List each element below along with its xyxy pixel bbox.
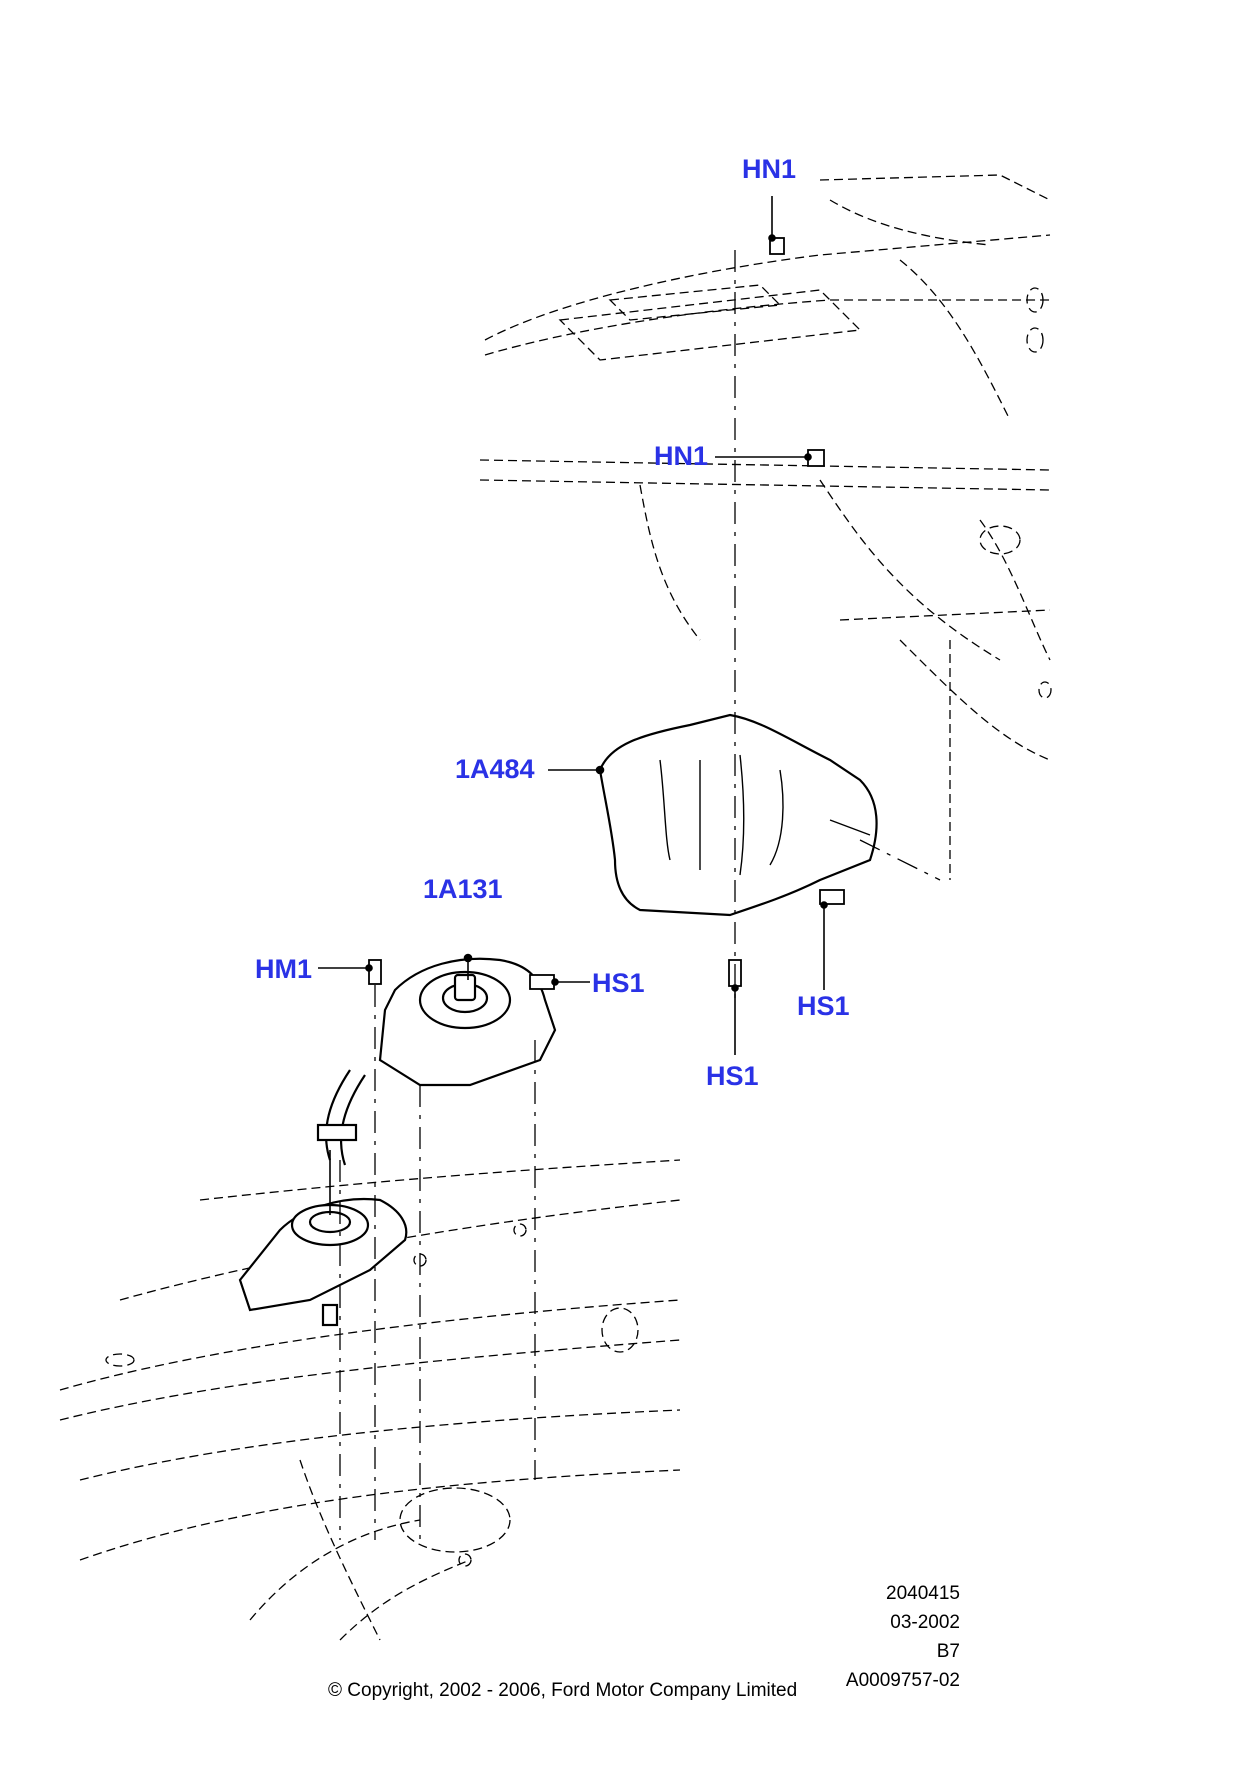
nut-hn1-top <box>769 237 785 255</box>
drawing-ref: A0009757-02 <box>845 1670 960 1691</box>
bolt-hs1-left <box>529 974 555 990</box>
pin-hm1 <box>368 959 382 985</box>
alignment-lines <box>339 250 941 1540</box>
leader-lines <box>318 196 828 1055</box>
callout-1a131[interactable]: 1A131 <box>423 874 503 904</box>
copyright-text: © Copyright, 2002 - 2006, Ford Motor Com… <box>328 1680 798 1701</box>
drawing-number: 2040415 <box>886 1583 960 1604</box>
drawing-code: B7 <box>936 1641 960 1662</box>
callout-hn1-top[interactable]: HN1 <box>742 154 796 184</box>
heat-shield-1a484 <box>598 713 878 917</box>
carrier-1a131 <box>316 957 557 1166</box>
background-body-structure <box>59 174 1052 1641</box>
callout-labels: HN1 HN1 1A484 1A131 HM1 HS1 HS1 HS1 <box>255 154 850 1091</box>
callout-hs1-left[interactable]: HS1 <box>592 968 645 998</box>
bolt-hs1-right <box>819 889 845 905</box>
drawing-date: 03-2002 <box>890 1612 960 1633</box>
callout-hm1[interactable]: HM1 <box>255 954 312 984</box>
jack-base <box>238 1150 408 1327</box>
callout-hn1-mid[interactable]: HN1 <box>654 441 708 471</box>
callout-1a484[interactable]: 1A484 <box>455 754 535 784</box>
callout-hs1-bottom[interactable]: HS1 <box>706 1061 759 1091</box>
callout-hs1-right[interactable]: HS1 <box>797 991 850 1021</box>
